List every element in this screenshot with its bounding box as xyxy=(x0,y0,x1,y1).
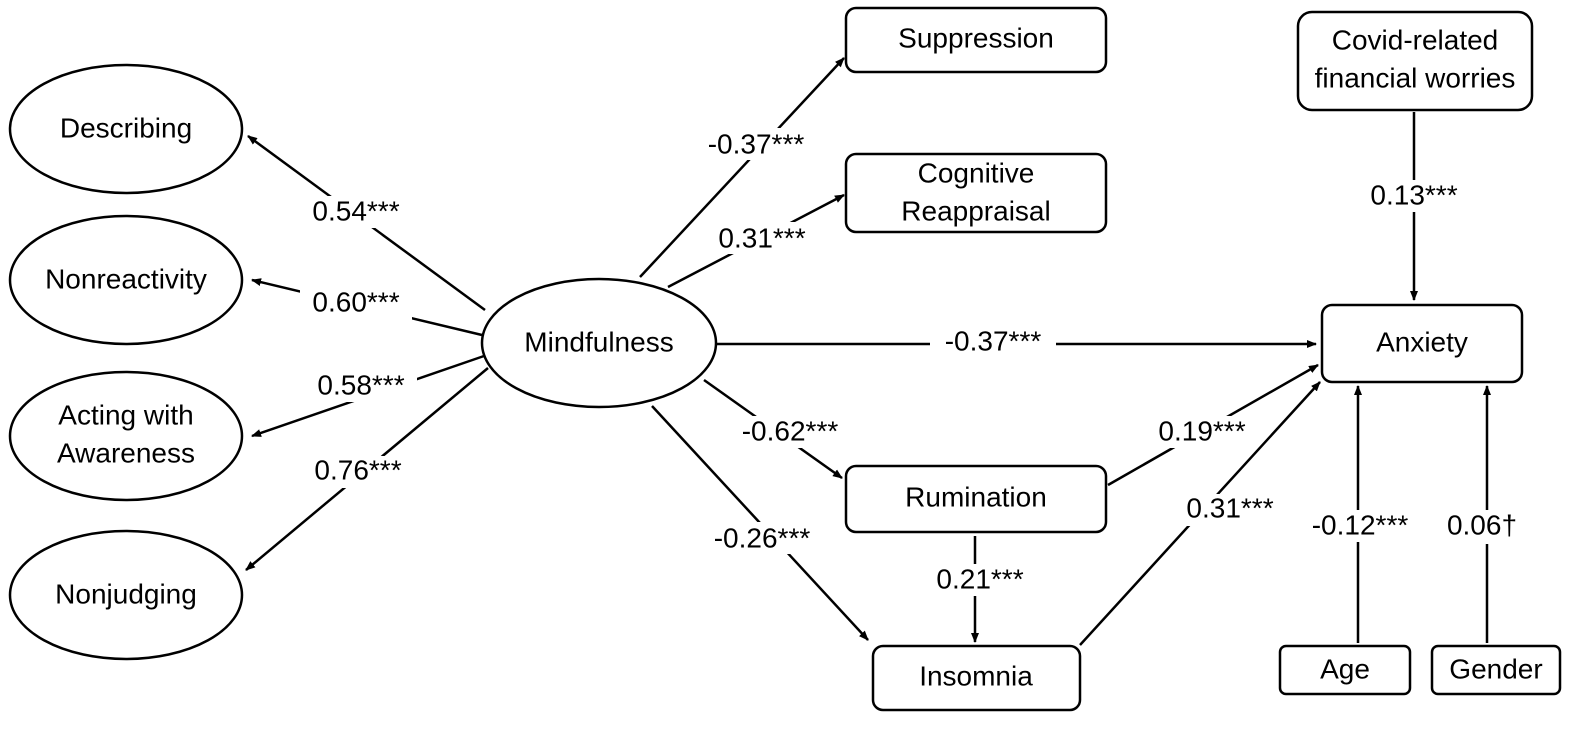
node-gender: Gender xyxy=(1430,644,1562,696)
path-coefficient-age-anxiety: -0.12*** xyxy=(1312,509,1409,540)
edges xyxy=(245,57,1491,646)
edge-labels: 0.54*** 0.60*** 0.58*** 0.76*** -0.37***… xyxy=(300,128,1522,596)
node-anxiety: Anxiety xyxy=(1320,303,1524,384)
path-coefficient-rumination-insomnia: 0.21*** xyxy=(936,563,1023,594)
path-coefficient-rumination: -0.62*** xyxy=(742,415,839,446)
node-nonjudging: Nonjudging xyxy=(8,529,244,661)
node-label-cognitive-line1: Cognitive xyxy=(918,157,1035,188)
node-label-acting-line1: Acting with xyxy=(58,399,193,430)
path-coefficient-rumination-anxiety: 0.19*** xyxy=(1158,415,1245,446)
path-coefficient-insomnia-anxiety: 0.31*** xyxy=(1186,492,1273,523)
node-suppression: Suppression xyxy=(844,6,1108,74)
path-coefficient-acting: 0.58*** xyxy=(317,369,404,400)
node-label-nonreactivity: Nonreactivity xyxy=(45,263,207,294)
node-acting-with-awareness: Acting with Awareness xyxy=(8,370,244,502)
path-coefficient-nonreactivity: 0.60*** xyxy=(312,286,399,317)
node-label-covid-line1: Covid-related xyxy=(1332,24,1499,55)
edge-mindfulness-suppression xyxy=(639,57,845,278)
node-covid-financial-worries: Covid-related financial worries xyxy=(1296,10,1534,112)
node-label-suppression: Suppression xyxy=(898,22,1054,53)
node-nonreactivity: Nonreactivity xyxy=(8,214,244,346)
node-label-nonjudging: Nonjudging xyxy=(55,578,197,609)
node-age: Age xyxy=(1278,644,1412,696)
node-label-anxiety: Anxiety xyxy=(1376,326,1468,357)
path-coefficient-gender-anxiety: 0.06† xyxy=(1447,509,1517,540)
node-label-insomnia: Insomnia xyxy=(919,660,1033,691)
node-describing: Describing xyxy=(8,63,244,195)
node-label-covid-line2: financial worries xyxy=(1315,62,1516,93)
node-label-cognitive-line2: Reappraisal xyxy=(901,195,1050,226)
path-coefficient-describing: 0.54*** xyxy=(312,195,399,226)
node-cognitive-reappraisal: Cognitive Reappraisal xyxy=(844,152,1108,234)
node-rumination: Rumination xyxy=(844,464,1108,534)
path-coefficient-mindfulness-anxiety: -0.37*** xyxy=(945,325,1042,356)
node-label-acting-line2: Awareness xyxy=(57,437,195,468)
node-label-age: Age xyxy=(1320,653,1370,684)
nodes: Describing Nonreactivity Acting with Awa… xyxy=(8,6,1562,712)
node-mindfulness: Mindfulness xyxy=(480,277,718,409)
path-coefficient-suppression: -0.37*** xyxy=(708,128,805,159)
node-label-rumination: Rumination xyxy=(905,481,1047,512)
path-coefficient-nonjudging: 0.76*** xyxy=(314,454,401,485)
node-insomnia: Insomnia xyxy=(871,644,1082,712)
node-label-describing: Describing xyxy=(60,112,192,143)
path-coefficient-insomnia: -0.26*** xyxy=(714,522,811,553)
path-coefficient-cognitive: 0.31*** xyxy=(718,222,805,253)
node-label-mindfulness: Mindfulness xyxy=(524,326,673,357)
node-label-gender: Gender xyxy=(1449,653,1542,684)
path-coefficient-covid-anxiety: 0.13*** xyxy=(1370,179,1457,210)
